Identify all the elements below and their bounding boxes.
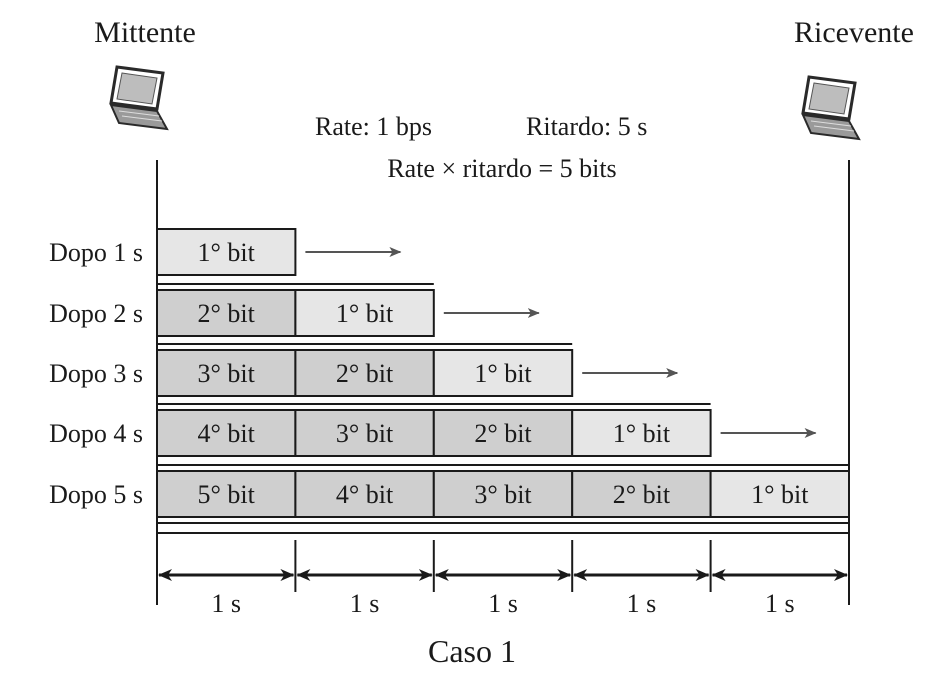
bit-cell xyxy=(294,409,435,457)
row-label: Dopo 3 s xyxy=(49,359,143,388)
bit-cell xyxy=(709,470,850,518)
interval-label: 1 s xyxy=(627,589,657,618)
bit-cell xyxy=(432,470,574,518)
interval-label: 1 s xyxy=(350,589,380,618)
caption: Caso 1 xyxy=(428,633,516,669)
row-label: Dopo 1 s xyxy=(49,238,143,267)
rate-delay-product: Rate × ritardo = 5 bits xyxy=(387,154,616,183)
bit-cell xyxy=(156,470,297,518)
bit-cell xyxy=(432,409,574,457)
bit-label: 3° bit xyxy=(474,480,532,509)
interval-label: 1 s xyxy=(211,589,241,618)
bit-label: 1° bit xyxy=(613,419,671,448)
bit-label: 2° bit xyxy=(613,480,671,509)
bit-label: 3° bit xyxy=(198,359,256,388)
interval-label: 1 s xyxy=(765,589,795,618)
bit-label: 1° bit xyxy=(474,359,532,388)
bit-label: 1° bit xyxy=(751,480,809,509)
rate-label: Rate: 1 bps xyxy=(315,112,432,141)
bit-cell xyxy=(156,349,297,397)
time-row: Dopo 1 s 1° bit xyxy=(49,228,402,276)
bit-label: 4° bit xyxy=(336,480,394,509)
bit-label: 5° bit xyxy=(198,480,256,509)
interval-label: 1 s xyxy=(488,589,518,618)
time-row: Dopo 2 s 2° bit 1° bit xyxy=(49,283,540,337)
laptop-icon xyxy=(801,75,861,141)
laptop-icon xyxy=(109,65,169,131)
bit-cell xyxy=(294,349,435,397)
bit-cell xyxy=(571,409,712,457)
bit-label: 2° bit xyxy=(474,419,532,448)
bit-label: 4° bit xyxy=(198,419,256,448)
time-row: Dopo 5 s 5° bit 4° bit 3° bit 2° bit 1° bit xyxy=(49,464,850,518)
receiver-label: Ricevente xyxy=(794,16,914,49)
bit-label: 2° bit xyxy=(198,299,256,328)
bit-label: 1° bit xyxy=(198,238,256,267)
row-label: Dopo 5 s xyxy=(49,480,143,509)
delay-label: Ritardo: 5 s xyxy=(526,112,647,141)
timeline: 1 s 1 s 1 s 1 s 1 s xyxy=(158,540,848,618)
time-row: Dopo 3 s 3° bit 2° bit 1° bit xyxy=(49,343,679,397)
bit-label: 3° bit xyxy=(336,419,394,448)
bit-label: 2° bit xyxy=(336,359,394,388)
bit-cell xyxy=(156,228,297,276)
time-row: Dopo 4 s 4° bit 3° bit 2° bit 1° bit xyxy=(49,403,817,457)
row-label: Dopo 4 s xyxy=(49,419,143,448)
bit-cell xyxy=(294,470,435,518)
bit-cell xyxy=(156,289,297,337)
bit-label: 1° bit xyxy=(336,299,394,328)
row-label: Dopo 2 s xyxy=(49,299,143,328)
bit-cell xyxy=(432,349,574,397)
bit-cell xyxy=(294,289,435,337)
sender-label: Mittente xyxy=(94,16,196,49)
